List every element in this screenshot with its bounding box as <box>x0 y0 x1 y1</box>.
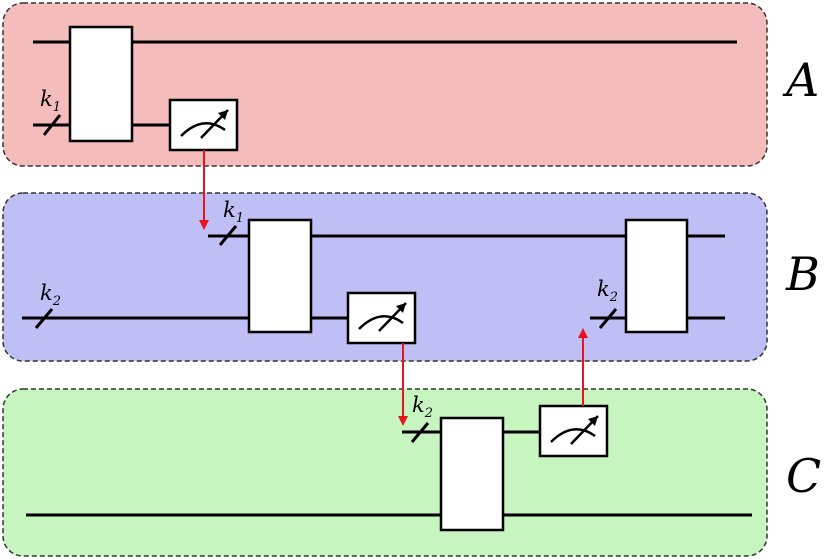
register-label-k2: k2 <box>597 277 618 305</box>
classical-links <box>199 150 588 426</box>
party-b-unitary-gate-right <box>624 218 689 334</box>
register-slash-k2 <box>410 422 430 443</box>
meter-icon <box>168 98 239 152</box>
party-b-panel: k1 k2 k2 B <box>2 192 820 362</box>
register-slash-k1 <box>42 114 62 136</box>
party-c-panel: k2 C <box>2 388 821 557</box>
register-label-k2: k2 <box>412 393 433 421</box>
register-label-k2: k2 <box>40 281 61 309</box>
meter-icon <box>346 291 417 345</box>
meter-icon <box>538 404 609 458</box>
register-slash-k2 <box>34 308 54 329</box>
register-label-k1: k1 <box>223 198 244 226</box>
party-c-background <box>2 388 768 557</box>
party-label-c: C <box>786 449 821 503</box>
party-label-b: B <box>785 247 820 301</box>
register-slash-k2 <box>598 308 618 329</box>
party-c-unitary-gate <box>439 416 505 532</box>
party-a-panel: k1 A <box>2 2 819 167</box>
register-slash-k1 <box>218 225 238 246</box>
party-label-a: A <box>782 53 819 107</box>
register-label-k1: k1 <box>40 87 61 115</box>
party-a-unitary-gate <box>68 25 134 143</box>
party-b-unitary-gate-left <box>247 218 313 334</box>
